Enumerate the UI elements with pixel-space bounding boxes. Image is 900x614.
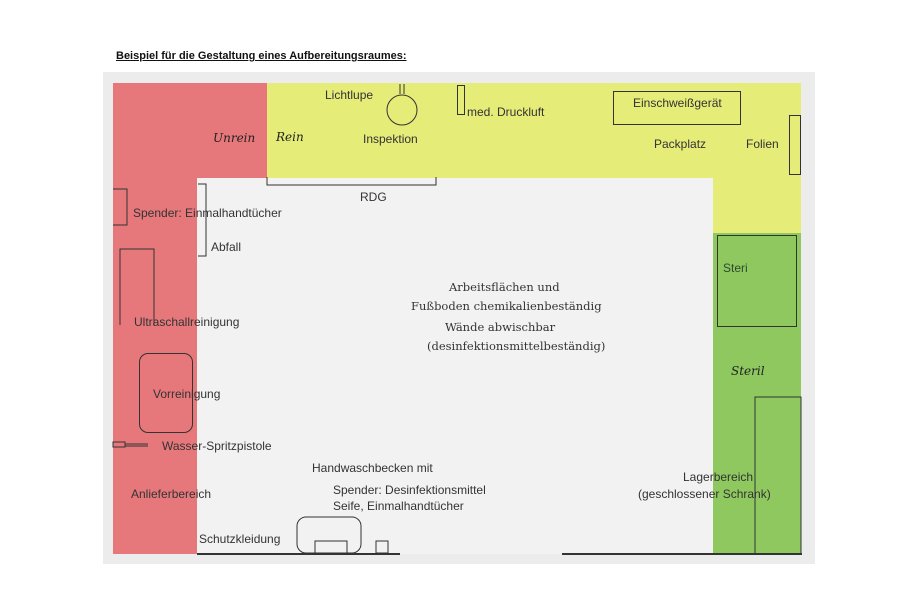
center-line-1: Arbeitsflächen und xyxy=(449,280,560,294)
zone-unrein-top xyxy=(113,83,267,178)
zone-label-unrein: Unrein xyxy=(213,131,256,145)
label-folien: Folien xyxy=(746,137,779,151)
einschweissgeraet-box xyxy=(613,91,741,125)
label-rdg: RDG xyxy=(360,190,387,204)
zone-rein xyxy=(267,83,801,178)
vorreinigung-box xyxy=(139,353,193,433)
folien-box xyxy=(789,115,801,175)
label-lager2: (geschlossener Schrank) xyxy=(638,487,771,501)
label-ultraschall: Ultraschallreinigung xyxy=(134,315,240,329)
lagerbereich-bracket xyxy=(754,396,802,555)
label-lager1: Lagerbereich xyxy=(683,470,754,484)
label-inspektion: Inspektion xyxy=(363,132,418,146)
rdg-bracket xyxy=(266,177,437,186)
bottom-wall-left xyxy=(197,553,400,555)
spritzpistole-icon xyxy=(112,441,148,448)
zone-rein-right xyxy=(713,83,801,233)
center-line-4: (desinfektionsmittelbeständig) xyxy=(427,339,606,353)
label-anlieferbereich: Anlieferbereich xyxy=(131,487,212,501)
spender-bracket xyxy=(113,188,128,226)
label-abfall: Abfall xyxy=(211,240,242,254)
label-druckluft: med. Druckluft xyxy=(467,105,545,119)
label-steri: Steri xyxy=(723,261,748,275)
abfall-bracket xyxy=(198,183,207,257)
label-hand3: Seife, Einmalhandtücher xyxy=(333,499,464,513)
label-spender: Spender: Einmalhandtücher xyxy=(133,206,282,220)
steri-box xyxy=(717,235,797,327)
label-packplatz: Packplatz xyxy=(654,137,707,151)
ultraschall-bracket xyxy=(119,248,155,325)
label-spritzpistole: Wasser-Spritzpistole xyxy=(162,439,272,453)
zone-steril xyxy=(713,233,801,554)
druckluft-icon xyxy=(457,85,465,115)
handwaschbecken-icon xyxy=(296,516,389,554)
center-line-2: Fußboden chemikalienbeständig xyxy=(411,299,602,313)
label-hand2: Spender: Desinfektionsmittel xyxy=(333,483,486,497)
label-einschweiss: Einschweißgerät xyxy=(633,96,722,110)
diagram-title: Beispiel für die Gestaltung eines Aufber… xyxy=(116,50,407,62)
label-lichtlupe: Lichtlupe xyxy=(325,88,374,102)
center-line-3: Wände abwischbar xyxy=(445,320,556,334)
label-vorreinigung: Vorreinigung xyxy=(153,387,221,401)
label-schutzkleidung: Schutzkleidung xyxy=(199,532,281,546)
label-hand1: Handwaschbecken mit xyxy=(312,461,433,475)
zone-label-steril: Steril xyxy=(731,364,765,378)
zone-label-rein: Rein xyxy=(276,130,304,144)
lichtlupe-icon xyxy=(386,84,418,126)
bottom-wall-right xyxy=(562,553,802,555)
floor-area xyxy=(197,178,713,554)
